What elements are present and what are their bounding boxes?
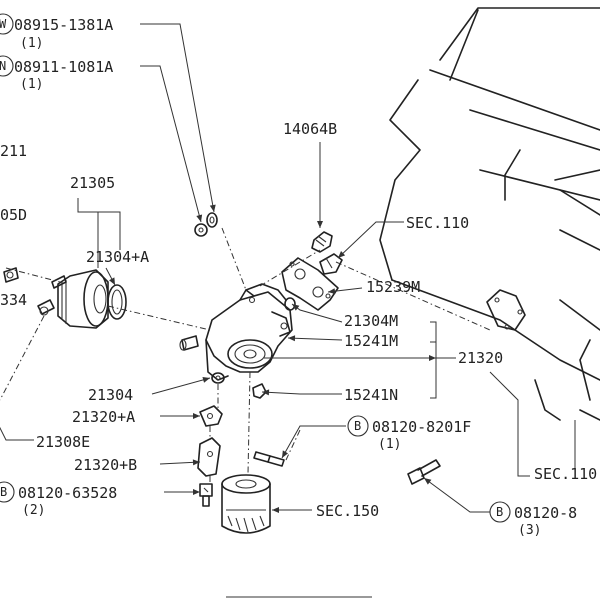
- part-code: 08120-8201F: [372, 418, 471, 436]
- centerline: [259, 249, 321, 287]
- arrowhead: [109, 277, 115, 285]
- leader-line: [430, 321, 437, 399]
- circle-letter: B: [496, 505, 503, 519]
- bolt-63528: [199, 483, 213, 507]
- part-code: 08120-63528: [18, 484, 117, 502]
- label-sec150: SEC.150: [316, 502, 379, 520]
- arrowhead: [424, 478, 432, 485]
- part-qty: (1): [378, 437, 401, 452]
- arrowhead: [272, 507, 279, 513]
- label-sec110-right: SEC.110: [534, 465, 597, 483]
- leader-line: [0, 426, 34, 441]
- label-211: 211: [0, 142, 27, 160]
- leader-line: [140, 65, 202, 223]
- label-21320b: 21320+B: [74, 456, 137, 474]
- engine-block-outline: [379, 7, 600, 421]
- arrowhead: [192, 459, 200, 466]
- bolt-8-right: [407, 459, 441, 485]
- bolt-8201f: [253, 451, 285, 467]
- label-21320: 21320: [458, 349, 503, 367]
- arrowhead: [429, 355, 436, 361]
- nut-n: [194, 223, 208, 237]
- arrowhead: [193, 489, 200, 495]
- part-qty: (3): [518, 523, 541, 538]
- arrowhead: [328, 288, 336, 295]
- label-21320a: 21320+A: [72, 408, 135, 426]
- centerline: [107, 305, 211, 331]
- leader-line: [337, 221, 404, 259]
- bracket-21320b: [197, 437, 221, 477]
- centerline: [247, 371, 251, 475]
- leader-line: [261, 391, 342, 395]
- leader-line: [489, 371, 530, 477]
- arrowhead: [196, 214, 203, 222]
- leader-line: [140, 23, 215, 213]
- oil-cooler-21305: [3, 267, 127, 329]
- arrowhead: [317, 221, 323, 228]
- sensor-14064b: [311, 231, 343, 275]
- bracket-21320a: [199, 405, 223, 427]
- leader-lines: [0, 23, 576, 513]
- label-14064b: 14064B: [283, 120, 337, 138]
- circle-letter: N: [0, 59, 6, 73]
- label-21304a: 21304+A: [86, 248, 149, 266]
- callout-w-bolt: W 08915-1381A (1): [0, 13, 113, 51]
- arrowhead: [202, 376, 210, 383]
- oil-filter-bracket-21320: [179, 283, 293, 399]
- centerline: [0, 315, 45, 401]
- label-21308e: 21308E: [36, 433, 90, 451]
- part-qty: (1): [20, 36, 43, 51]
- circle-letter: W: [0, 17, 7, 31]
- gasket-15239m: [281, 257, 339, 311]
- circle-letter: B: [354, 419, 361, 433]
- label-334: 334: [0, 291, 27, 309]
- label-21305: 21305: [70, 174, 115, 192]
- leader-line: [287, 337, 343, 341]
- label-21304m: 21304M: [344, 312, 398, 330]
- callout-b-bolt-63528: B 08120-63528 (2): [0, 481, 117, 518]
- part-qty: (1): [20, 77, 43, 92]
- leader-line: [151, 377, 211, 395]
- leader-line: [291, 303, 343, 323]
- centerline: [5, 267, 61, 283]
- arrowhead: [262, 389, 270, 396]
- label-05d: 05D: [0, 206, 27, 224]
- part-code: 08911-1081A: [14, 58, 113, 76]
- circle-letter: B: [0, 485, 7, 499]
- arrowhead: [288, 335, 296, 342]
- label-sec110-top: SEC.110: [406, 214, 469, 232]
- label-15239m: 15239M: [366, 278, 420, 296]
- arrowhead: [338, 251, 346, 258]
- centerline: [221, 227, 247, 291]
- callout-b-bolt-8201f: B 08120-8201F (1): [347, 415, 471, 452]
- part-qty: (2): [22, 503, 45, 518]
- arrowhead: [292, 304, 300, 311]
- leader-line: [281, 425, 346, 459]
- part-code: 08915-1381A: [14, 16, 113, 34]
- part-code: 08120-8: [514, 504, 577, 522]
- leader-line: [77, 198, 121, 250]
- label-15241n: 15241N: [344, 386, 398, 404]
- label-15241m: 15241M: [344, 332, 398, 350]
- callout-n-nut: N 08911-1081A (1): [0, 55, 113, 92]
- callout-b-bolt-8-right: B 08120-8 (3): [489, 501, 577, 538]
- oil-filter: [221, 474, 271, 534]
- centerline: [285, 429, 301, 461]
- label-21304: 21304: [88, 386, 133, 404]
- washer-w: [206, 212, 218, 228]
- arrowhead: [193, 413, 200, 419]
- leader-line: [423, 477, 490, 513]
- centerline: [335, 261, 491, 331]
- arrowhead: [209, 204, 216, 212]
- arrowhead: [282, 450, 289, 458]
